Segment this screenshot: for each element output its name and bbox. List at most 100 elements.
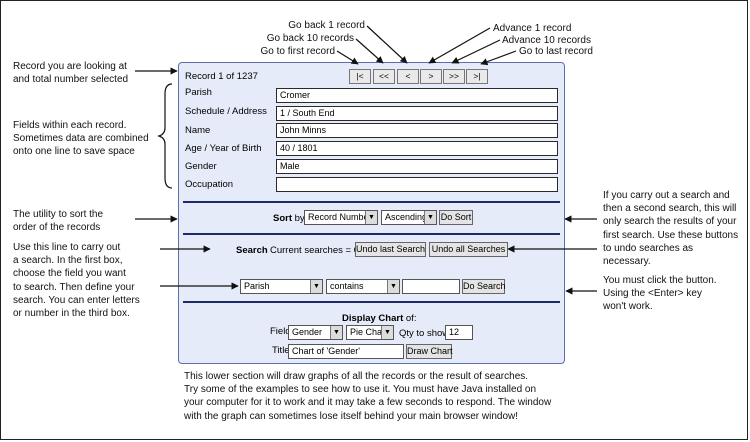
- field-label-gender: Gender: [185, 161, 217, 172]
- search-operator-select[interactable]: contains ▼: [326, 279, 400, 294]
- back-1-button[interactable]: <: [397, 69, 419, 84]
- chart-field-select[interactable]: Gender ▼: [288, 325, 343, 340]
- arrow-advance-10: [451, 39, 501, 64]
- first-record-button[interactable]: |<: [349, 69, 371, 84]
- note-line: to search. Then define your: [13, 281, 135, 293]
- do-sort-button[interactable]: Do Sort: [439, 210, 473, 225]
- note-line: then a second search, this will: [603, 203, 737, 215]
- undo-all-searches-button[interactable]: Undo all Searches: [429, 242, 508, 257]
- note-line: Using the <Enter> key: [603, 288, 702, 300]
- chevron-down-icon: ▼: [387, 280, 399, 293]
- note-line: or number in the third box.: [13, 308, 130, 320]
- sort-label: Sort by:: [273, 213, 307, 224]
- note-search: Use this line to carry out a search. In …: [13, 241, 140, 320]
- back-10-button[interactable]: <<: [373, 69, 395, 84]
- sort-label-bold: Sort: [273, 213, 292, 224]
- field-label-address: Schedule / Address: [185, 106, 267, 117]
- search-label: Search: [236, 245, 268, 256]
- note-line: Fields within each record.: [13, 120, 127, 131]
- note-line: search. You can enter letters: [13, 294, 140, 306]
- sort-order-select[interactable]: Ascending ▼: [381, 210, 437, 225]
- search-field-select[interactable]: Parish ▼: [240, 279, 323, 294]
- forward-10-button[interactable]: >>: [443, 69, 465, 84]
- sort-order-value: Ascending: [385, 212, 428, 222]
- note-click: You must click the button. Using the <En…: [603, 274, 717, 314]
- chart-field-value: Gender: [292, 327, 323, 337]
- divider: [183, 233, 560, 235]
- chart-type-value: Pie Chart: [350, 327, 388, 337]
- chevron-down-icon: ▼: [365, 211, 377, 224]
- note-line: Record you are looking at: [13, 61, 127, 72]
- undo-last-search-button[interactable]: Undo last Search: [355, 242, 426, 257]
- age-field[interactable]: 40 / 1801: [276, 141, 558, 156]
- note-undo: If you carry out a search and then a sec…: [603, 189, 738, 268]
- chart-title-input[interactable]: Chart of 'Gender': [288, 344, 404, 359]
- note-line: order of the records: [13, 222, 101, 234]
- record-viewer-panel: Record 1 of 1237 |< << < > >> >| Parish …: [178, 62, 565, 364]
- note-line: a search. In the first box,: [13, 255, 123, 267]
- note-go-first: Go to first record: [260, 46, 335, 57]
- qty-label: Qty to show: [399, 328, 450, 339]
- current-searches: Current searches = 0: [270, 245, 359, 256]
- arrow-go-first: [336, 50, 359, 65]
- note-line: and total number selected: [13, 74, 129, 86]
- note-line: necessary.: [603, 256, 651, 268]
- arrow-advance-1: [428, 27, 491, 64]
- note-line: onto one line to save space: [13, 146, 135, 158]
- note-line: Use this line to carry out: [13, 242, 121, 253]
- display-chart-bold: Display Chart: [342, 313, 404, 324]
- gender-field[interactable]: Male: [276, 159, 558, 174]
- chevron-down-icon: ▼: [381, 326, 393, 339]
- field-label-age: Age / Year of Birth: [185, 143, 262, 154]
- display-chart-rest: of:: [405, 313, 417, 324]
- search-field-value: Parish: [244, 281, 270, 291]
- field-label-name: Name: [185, 125, 211, 136]
- chart-title-label: Title: [272, 345, 290, 356]
- chevron-down-icon: ▼: [424, 211, 436, 224]
- note-line: with the graph can sometimes lose itself…: [184, 410, 519, 422]
- parish-field[interactable]: Cromer: [276, 88, 558, 103]
- arrow-go-last: [480, 50, 517, 66]
- note-line: The utility to sort the: [13, 209, 104, 220]
- note-line: Sometimes data are combined: [13, 133, 149, 145]
- name-field[interactable]: John Minns: [276, 123, 558, 138]
- arrow-go-back-1: [366, 25, 408, 64]
- search-value-input[interactable]: [402, 279, 460, 294]
- note-line: won't work.: [603, 301, 653, 313]
- sort-field-value: Record Number: [308, 212, 372, 222]
- note-record-counter: Record you are looking at and total numb…: [13, 60, 128, 86]
- address-field[interactable]: 1 / South End: [276, 106, 558, 121]
- forward-1-button[interactable]: >: [420, 69, 442, 84]
- field-label-parish: Parish: [185, 87, 212, 98]
- fields-brace: [157, 83, 173, 189]
- note-advance-1: Advance 1 record: [493, 23, 572, 34]
- note-line: first search. Use these buttons: [603, 229, 739, 241]
- note-line: your computer for it to work and it may …: [184, 397, 552, 409]
- search-operator-value: contains: [330, 281, 364, 291]
- chevron-down-icon: ▼: [330, 326, 342, 339]
- occupation-field[interactable]: [276, 177, 558, 192]
- note-fields: Fields within each record. Sometimes dat…: [13, 119, 149, 159]
- note-go-back-1: Go back 1 record: [288, 20, 365, 31]
- qty-input[interactable]: 12: [445, 325, 473, 340]
- note-sort: The utility to sort the order of the rec…: [13, 208, 103, 234]
- last-record-button[interactable]: >|: [466, 69, 488, 84]
- chart-field-label: Field: [270, 326, 291, 337]
- note-line: This lower section will draw graphs of a…: [184, 371, 529, 382]
- note-chart: This lower section will draw graphs of a…: [184, 370, 551, 423]
- note-advance-10: Advance 10 records: [502, 35, 591, 46]
- divider: [183, 301, 560, 303]
- sort-field-select[interactable]: Record Number ▼: [304, 210, 378, 225]
- chart-type-select[interactable]: Pie Chart ▼: [346, 325, 394, 340]
- do-search-button[interactable]: Do Search: [462, 279, 506, 294]
- display-chart-heading: Display Chart of:: [342, 313, 416, 324]
- note-line: If you carry out a search and: [603, 190, 730, 201]
- note-line: Try some of the examples to see how to u…: [184, 384, 537, 396]
- draw-chart-button[interactable]: Draw Chart: [406, 344, 453, 359]
- record-status: Record 1 of 1237: [185, 71, 258, 82]
- field-label-occupation: Occupation: [185, 179, 234, 190]
- note-line: to undo searches as: [603, 242, 694, 254]
- arrow-go-back-10: [355, 38, 384, 64]
